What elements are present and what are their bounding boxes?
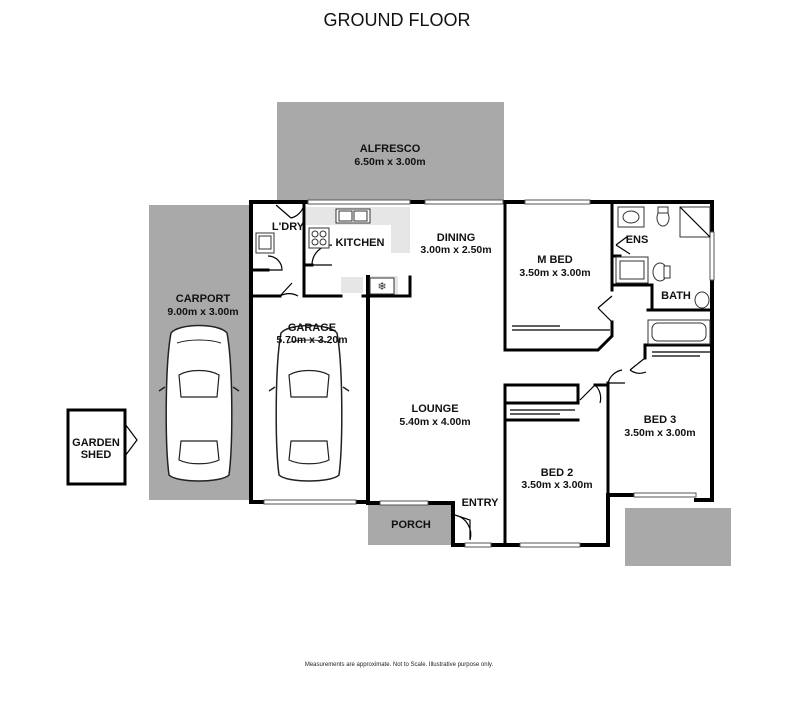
lounge-label: LOUNGE xyxy=(411,403,458,415)
alfresco-label: ALFRESCO xyxy=(360,143,421,155)
doors xyxy=(267,204,647,541)
porch-label: PORCH xyxy=(391,519,431,531)
shed-label-line2: SHED xyxy=(81,449,112,461)
alfresco-dims: 6.50m x 3.00m xyxy=(354,156,425,168)
bed3-dims: 3.50m x 3.00m xyxy=(624,427,695,439)
fridge-icon: ❄ xyxy=(377,280,386,293)
alfresco-area xyxy=(277,102,504,202)
robes xyxy=(510,325,712,415)
plan-title: GROUND FLOOR xyxy=(323,10,470,30)
mbed-label: M BED xyxy=(537,254,573,266)
bed2-label: BED 2 xyxy=(541,467,573,479)
bath-label: BATH xyxy=(661,290,691,302)
bed3-label: BED 3 xyxy=(644,414,676,426)
laundry-label: L'DRY xyxy=(272,221,305,233)
dining-dims: 3.00m x 2.50m xyxy=(420,244,491,256)
windows xyxy=(263,199,715,548)
carport-car-icon xyxy=(158,324,240,482)
garage-car-icon xyxy=(268,324,350,482)
shed-label-line1: GARDEN xyxy=(72,437,120,449)
kitchen-fixtures: ❄ xyxy=(255,208,395,295)
entry-label: ENTRY xyxy=(462,497,500,509)
bathroom-fixtures xyxy=(615,206,711,345)
porch-area xyxy=(368,503,454,545)
dining-label: DINING xyxy=(437,232,476,244)
disclaimer: Measurements are approximate. Not to Sca… xyxy=(305,662,494,668)
interior-walls xyxy=(249,200,714,547)
ens-label: ENS xyxy=(626,234,649,246)
carport-label: CARPORT xyxy=(176,293,231,305)
exterior-walls xyxy=(249,200,714,547)
garden-shed xyxy=(66,408,138,486)
garage-label: GARAGE xyxy=(288,322,336,334)
lounge-dims: 5.40m x 4.00m xyxy=(399,416,470,428)
carport-dims: 9.00m x 3.00m xyxy=(167,306,238,318)
mbed-dims: 3.50m x 3.00m xyxy=(519,267,590,279)
kitchen-label: KITCHEN xyxy=(336,237,385,249)
garage-dims: 5.70m x 3.20m xyxy=(276,334,347,346)
bed2-dims: 3.50m x 3.00m xyxy=(521,479,592,491)
side-paving-area xyxy=(625,508,731,566)
